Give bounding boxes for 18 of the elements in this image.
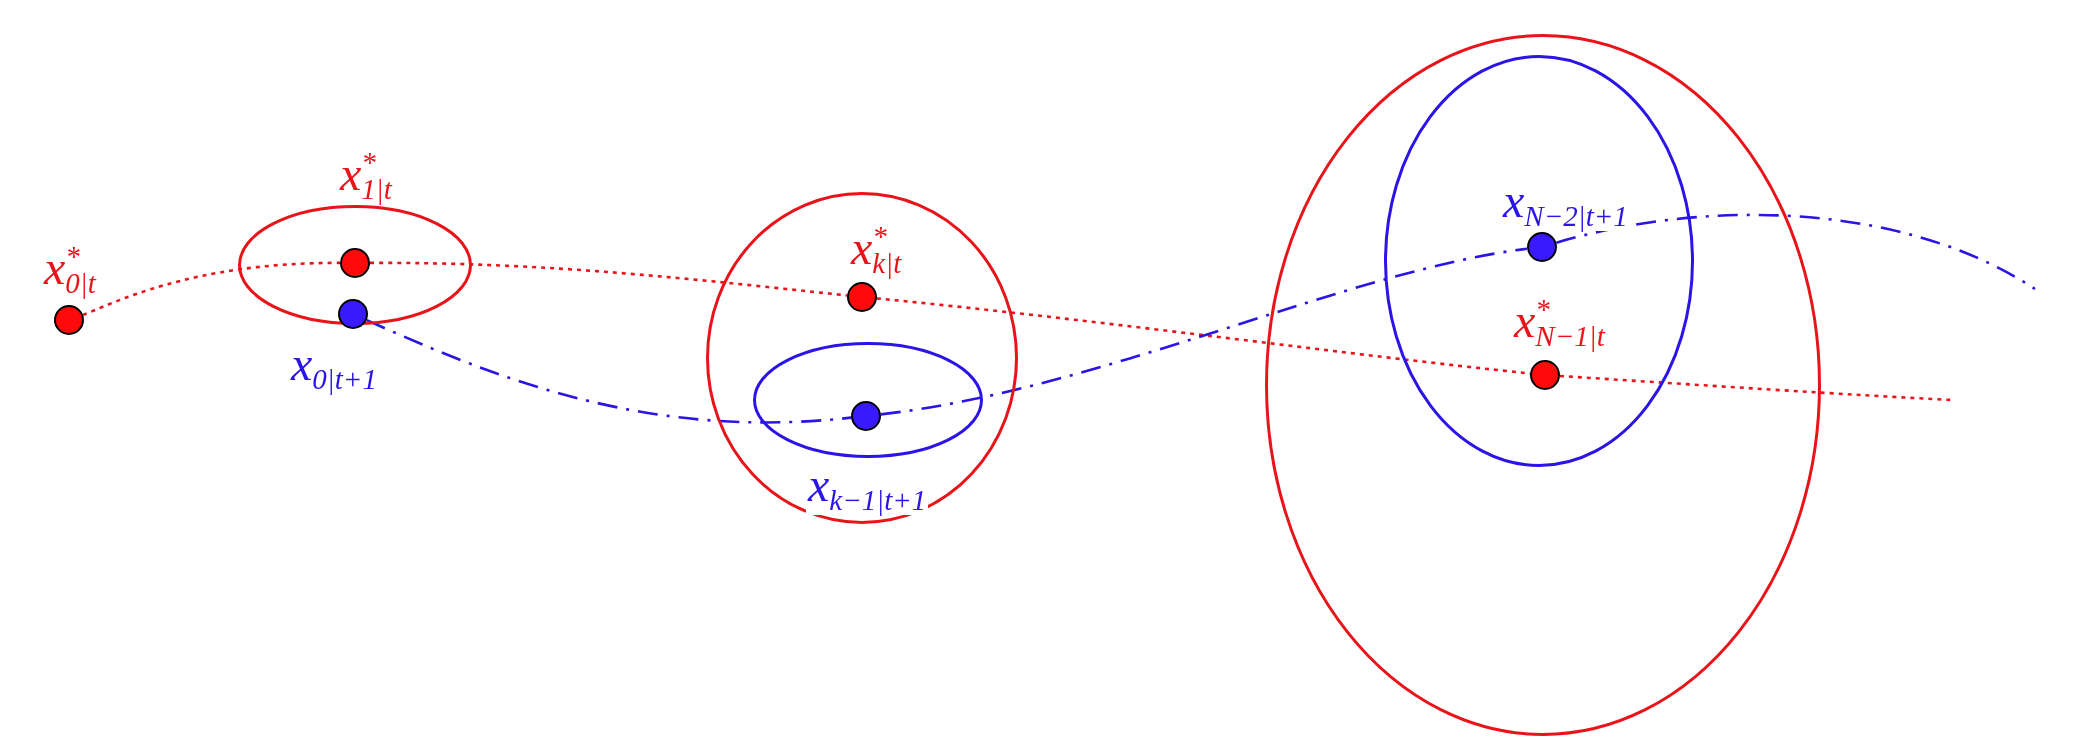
state-point	[851, 401, 881, 431]
dashed-trajectory	[880, 247, 1528, 416]
dashed-trajectory	[1556, 213, 2036, 291]
region-ellipse	[706, 192, 1018, 524]
state-point	[54, 305, 84, 335]
dashed-trajectory	[1559, 374, 1953, 402]
dashed-trajectory	[370, 261, 848, 297]
state-point	[1527, 232, 1557, 262]
state-point	[338, 299, 368, 329]
region-ellipse	[1265, 34, 1821, 736]
region-ellipse	[753, 342, 983, 458]
state-point	[1530, 360, 1560, 390]
region-ellipse	[238, 205, 472, 325]
region-ellipse	[1384, 55, 1694, 467]
state-point	[340, 248, 370, 278]
dashed-trajectory	[82, 261, 341, 317]
state-point	[847, 282, 877, 312]
dashed-trajectory	[366, 318, 852, 424]
